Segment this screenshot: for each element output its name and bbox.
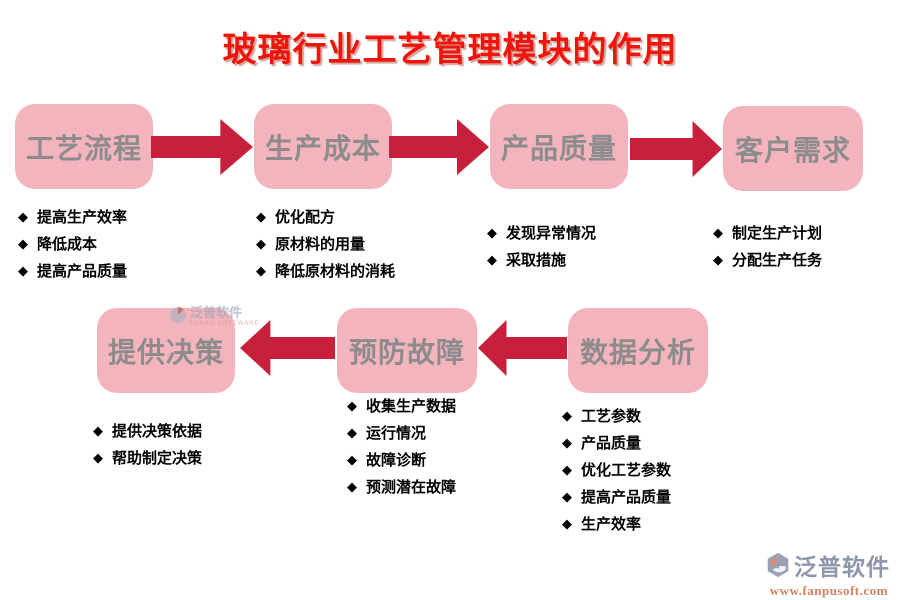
bullet-list-demand: ◆制定生产计划 ◆分配生产任务 — [713, 219, 822, 273]
list-item: ◆提高产品质量 — [18, 263, 128, 280]
diamond-bullet-icon: ◆ — [18, 209, 28, 224]
flow-node-decision: 提供决策 — [97, 308, 235, 393]
list-item: ◆原材料的用量 — [256, 236, 366, 253]
fanpu-logo-icon — [767, 552, 789, 578]
arrow-right-icon — [151, 119, 253, 175]
flow-node-label: 工艺流程 — [25, 132, 142, 164]
flow-node-label: 数据分析 — [579, 336, 696, 368]
diamond-bullet-icon: ◆ — [562, 435, 572, 450]
diamond-bullet-icon: ◆ — [347, 425, 357, 440]
list-item: ◆提高产品质量 — [562, 489, 672, 506]
list-item: ◆生产效率 — [562, 516, 642, 533]
arrow-right-icon — [389, 119, 489, 175]
brand-url: www.fanpusoft.com — [769, 583, 888, 598]
watermark-subtext: FANPU SOFTWARE — [190, 321, 260, 327]
arrow-right-icon — [630, 121, 722, 177]
page-title: 玻璃行业工艺管理模块的作用 — [222, 31, 678, 69]
diamond-bullet-icon: ◆ — [347, 452, 357, 467]
list-item: ◆提高生产效率 — [18, 209, 128, 226]
brand-logo: 泛普软件 www.fanpusoft.com — [765, 548, 890, 599]
diamond-bullet-icon: ◆ — [256, 209, 266, 224]
diamond-bullet-icon: ◆ — [256, 236, 266, 251]
list-item: ◆分配生产任务 — [713, 252, 823, 269]
flow-node-process: 工艺流程 — [15, 104, 153, 189]
flow-node-demand: 客户需求 — [723, 106, 863, 191]
bullet-list-process: ◆提高生产效率 ◆降低成本 ◆提高产品质量 — [18, 203, 127, 284]
diamond-bullet-icon: ◆ — [562, 516, 572, 531]
diamond-bullet-icon: ◆ — [18, 263, 28, 278]
list-item: ◆降低成本 — [18, 236, 98, 253]
list-item: ◆降低原材料的消耗 — [256, 263, 396, 280]
list-item: ◆提供决策依据 — [93, 423, 203, 440]
list-item: ◆运行情况 — [347, 425, 427, 442]
arrow-left-icon — [240, 320, 335, 376]
bullet-list-decision: ◆提供决策依据 ◆帮助制定决策 — [93, 417, 202, 471]
diamond-bullet-icon: ◆ — [487, 252, 497, 267]
bullet-list-quality: ◆发现异常情况 ◆采取措施 — [487, 219, 596, 273]
flow-node-prevention: 预防故障 — [337, 308, 477, 393]
watermark-text: 泛普软件 — [190, 305, 243, 320]
bullet-list-prevention: ◆收集生产数据 ◆运行情况 ◆故障诊断 ◆预测潜在故障 — [347, 392, 456, 500]
flow-node-label: 提供决策 — [107, 336, 224, 368]
diamond-bullet-icon: ◆ — [256, 263, 266, 278]
list-item: ◆产品质量 — [562, 435, 642, 452]
list-item: ◆收集生产数据 — [347, 398, 457, 415]
list-item: ◆优化工艺参数 — [562, 462, 672, 479]
list-item: ◆发现异常情况 — [487, 225, 597, 242]
arrow-left-icon — [478, 320, 567, 376]
diamond-bullet-icon: ◆ — [487, 225, 497, 240]
flow-node-label: 预防故障 — [348, 336, 465, 368]
flow-node-cost: 生产成本 — [254, 104, 392, 189]
diamond-bullet-icon: ◆ — [562, 462, 572, 477]
watermark-logo-icon — [170, 307, 186, 323]
list-item: ◆故障诊断 — [347, 452, 427, 469]
watermark: 泛普软件 FANPU SOFTWARE — [170, 306, 259, 328]
diamond-bullet-icon: ◆ — [347, 398, 357, 413]
bullet-list-cost: ◆优化配方 ◆原材料的用量 ◆降低原材料的消耗 — [256, 203, 395, 284]
list-item: ◆采取措施 — [487, 252, 567, 269]
diamond-bullet-icon: ◆ — [562, 408, 572, 423]
list-item: ◆帮助制定决策 — [93, 450, 203, 467]
list-item: ◆优化配方 — [256, 209, 336, 226]
bullet-list-analysis: ◆工艺参数 ◆产品质量 ◆优化工艺参数 ◆提高产品质量 ◆生产效率 — [562, 402, 671, 537]
flow-node-quality: 产品质量 — [490, 104, 628, 189]
flow-node-label: 生产成本 — [264, 132, 381, 164]
brand-name: 泛普软件 — [794, 554, 890, 580]
diamond-bullet-icon: ◆ — [347, 479, 357, 494]
diamond-bullet-icon: ◆ — [562, 489, 572, 504]
flow-node-label: 客户需求 — [734, 134, 851, 166]
list-item: ◆工艺参数 — [562, 408, 642, 425]
list-item: ◆预测潜在故障 — [347, 479, 457, 496]
diamond-bullet-icon: ◆ — [18, 236, 28, 251]
diamond-bullet-icon: ◆ — [713, 225, 723, 240]
list-item: ◆制定生产计划 — [713, 225, 823, 242]
diamond-bullet-icon: ◆ — [713, 252, 723, 267]
flow-node-label: 产品质量 — [500, 132, 617, 164]
flow-node-analysis: 数据分析 — [568, 308, 708, 393]
diamond-bullet-icon: ◆ — [93, 450, 103, 465]
diamond-bullet-icon: ◆ — [93, 423, 103, 438]
